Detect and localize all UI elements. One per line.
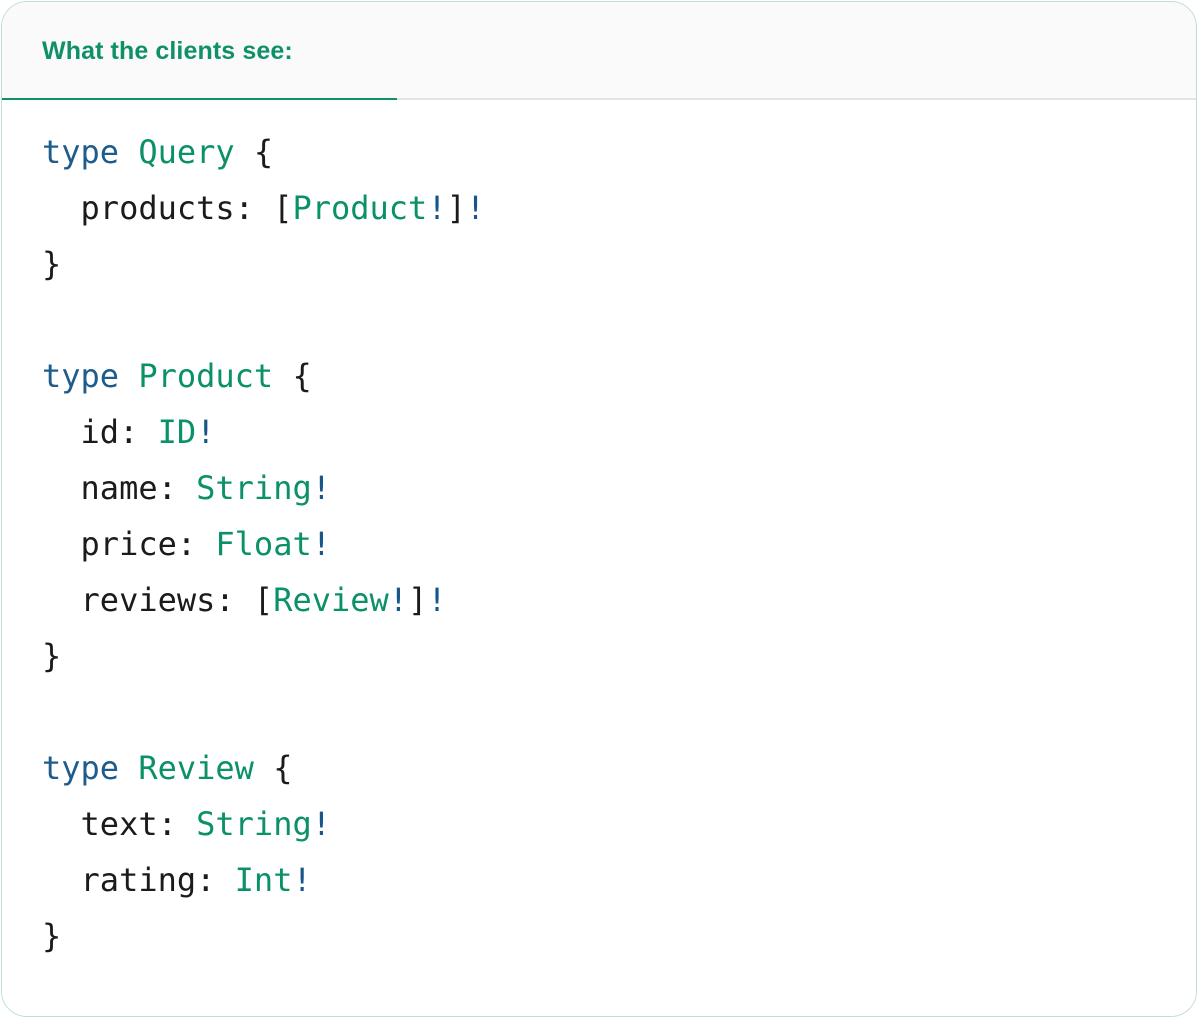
code-token: } [42, 245, 62, 283]
code-token: Review [138, 749, 254, 787]
code-line: price: Float! [42, 516, 1196, 572]
code-token: type [42, 133, 120, 171]
code-token: ! [196, 413, 216, 451]
code-line: products: [Product!]! [42, 180, 1196, 236]
code-token: price: [42, 525, 216, 563]
code-token: ! [388, 581, 409, 619]
code-line: id: ID! [42, 404, 1196, 460]
code-token: { [234, 133, 274, 171]
code-token: Review [273, 581, 389, 619]
code-token [119, 133, 138, 171]
tab-label: What the clients see: [42, 36, 293, 65]
code-token: ] [408, 581, 428, 619]
code-token: ! [311, 469, 331, 507]
code-token: ! [427, 581, 447, 619]
code-line: } [42, 908, 1196, 964]
code-token: Query [138, 133, 235, 171]
code-token: String [196, 469, 312, 507]
code-token: String [196, 805, 312, 843]
graphql-schema-code[interactable]: type Query { products: [Product!]!} type… [2, 124, 1196, 964]
code-line: reviews: [Review!]! [42, 572, 1196, 628]
code-token: [ [273, 189, 293, 227]
code-token: text: [42, 805, 197, 843]
code-token: reviews: [42, 581, 254, 619]
code-token: ! [292, 861, 312, 899]
code-token: ] [446, 189, 466, 227]
code-token: Product [138, 357, 274, 395]
code-token: Product [292, 189, 428, 227]
code-line: type Review { [42, 740, 1196, 796]
code-token: type [42, 749, 120, 787]
code-token: products: [42, 189, 274, 227]
code-token: ! [311, 525, 331, 563]
code-token: } [42, 637, 62, 675]
code-line: name: String! [42, 460, 1196, 516]
code-token: ! [427, 189, 447, 227]
code-token: type [42, 357, 120, 395]
code-token: id: [42, 413, 158, 451]
code-token: { [253, 749, 293, 787]
code-token: rating: [42, 861, 235, 899]
code-token: { [273, 357, 312, 395]
code-line: } [42, 628, 1196, 684]
tab-bar: What the clients see: [2, 2, 1196, 102]
code-line [42, 684, 1196, 740]
code-area[interactable]: type Query { products: [Product!]!} type… [2, 100, 1196, 1016]
code-token: ! [465, 189, 486, 227]
code-token: [ [253, 581, 274, 619]
code-token: ID [157, 413, 197, 451]
code-token: ! [311, 805, 331, 843]
code-token [119, 749, 138, 787]
code-line [42, 292, 1196, 348]
code-token [119, 357, 138, 395]
code-token: } [42, 917, 62, 955]
code-line: type Product { [42, 348, 1196, 404]
code-line: rating: Int! [42, 852, 1196, 908]
code-line: text: String! [42, 796, 1196, 852]
code-line: } [42, 236, 1196, 292]
code-token: Float [215, 525, 312, 563]
code-token: Int [234, 861, 293, 899]
code-token: name: [42, 469, 197, 507]
code-line: type Query { [42, 124, 1196, 180]
tab-what-the-clients-see[interactable]: What the clients see: [2, 2, 397, 102]
